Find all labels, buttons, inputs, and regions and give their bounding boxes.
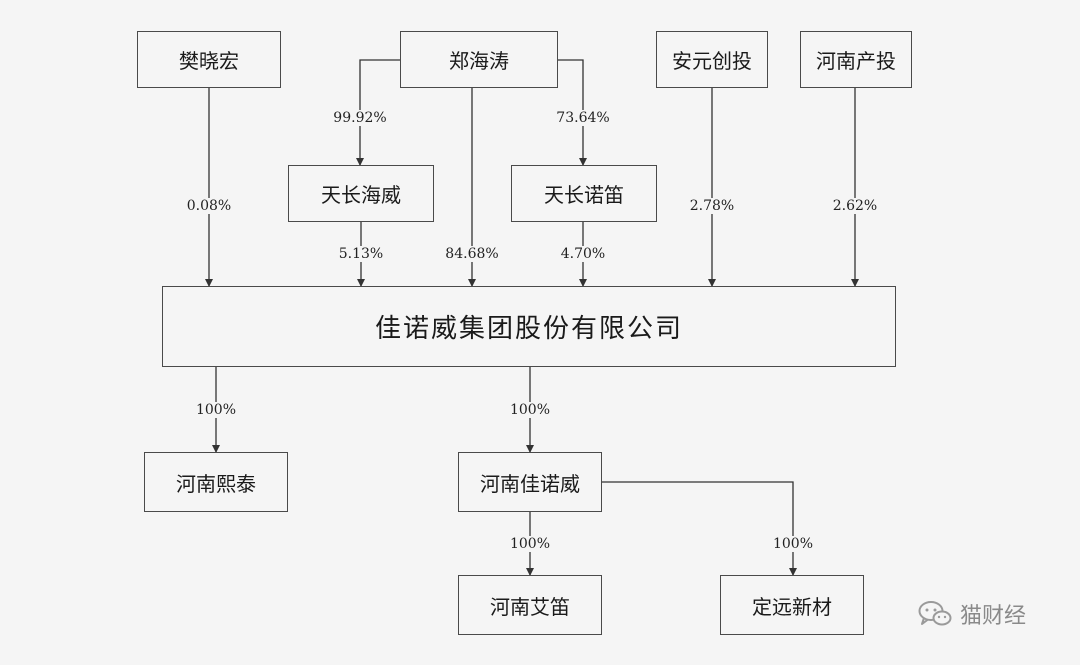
node-henan-jianuowei: 河南佳诺威 [458,452,602,512]
link-zheng-to-nuodi [558,59,587,166]
pct-jianuowei-to-dingyuan: 100% [770,536,816,552]
pct-zheng-to-group: 84.68% [443,246,501,262]
pct-anyuan-to-group: 2.78% [687,198,737,214]
node-jianuowei-group: 佳诺威集团股份有限公司 [162,286,896,367]
node-tianchang-nuodi: 天长诺笛 [511,165,657,222]
node-henan-aidi: 河南艾笛 [458,575,602,635]
pct-group-to-xitai: 100% [193,402,239,418]
node-fan-xiaohong: 樊晓宏 [137,31,281,88]
node-dingyuan-xincai: 定远新材 [720,575,864,635]
pct-zheng-to-haiwei: 99.92% [331,110,389,126]
node-tianchang-haiwei: 天长海威 [288,165,434,222]
pct-chantou-to-group: 2.62% [830,198,880,214]
watermark: 猫财经 [918,598,1026,630]
pct-haiwei-to-group: 5.13% [336,246,386,262]
pct-zheng-to-nuodi: 73.64% [554,110,612,126]
node-anyuan-chuangtou: 安元创投 [656,31,768,88]
link-zheng-to-haiwei [356,59,400,166]
node-zheng-haitao: 郑海涛 [400,31,558,88]
node-henan-xitai: 河南熙泰 [144,452,288,512]
pct-jianuowei-to-aidi: 100% [507,536,553,552]
pct-group-to-jianuowei: 100% [507,402,553,418]
pct-fan-to-group: 0.08% [184,198,234,214]
node-henan-chantou: 河南产投 [800,31,912,88]
pct-nuodi-to-group: 4.70% [558,246,608,262]
wechat-icon [918,601,952,626]
watermark-label: 猫财经 [960,604,1027,629]
link-jianuowei-to-dingyuan [602,481,797,576]
